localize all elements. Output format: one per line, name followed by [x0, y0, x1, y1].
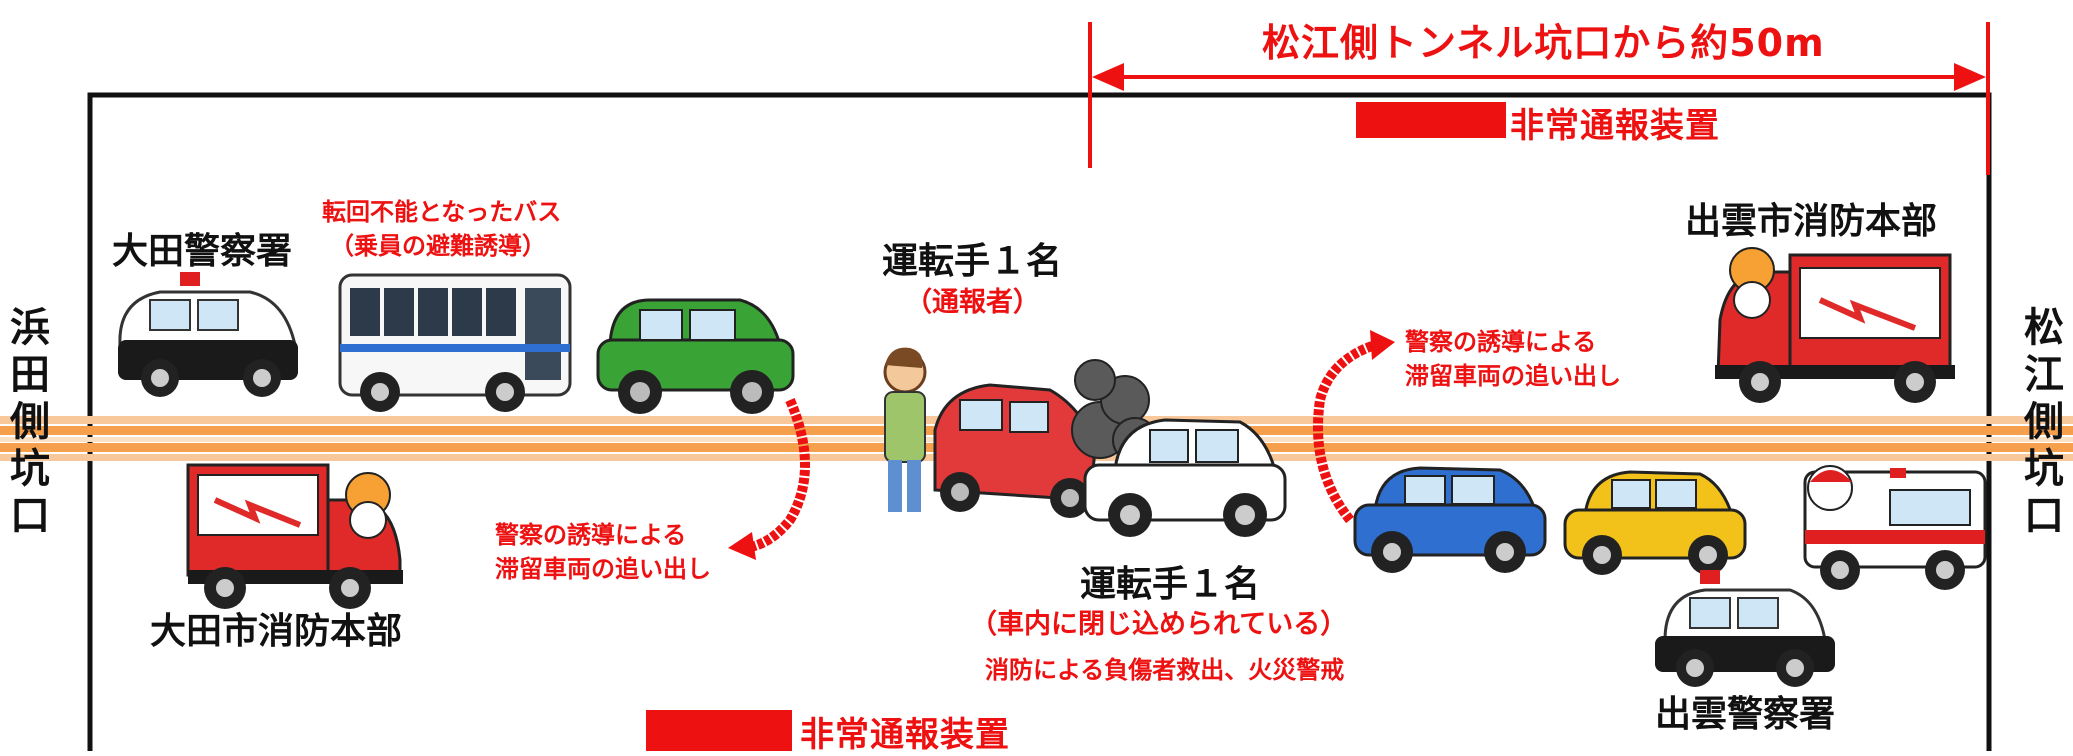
oda-fire-truck	[186, 463, 403, 609]
emergency-device-marker-top	[1356, 102, 1506, 138]
driver-caller-sub: （通報者）	[905, 287, 1040, 318]
distance-dimension	[1088, 22, 1990, 175]
yellow-car	[1563, 470, 1747, 575]
matsue-portal-label: 松 江 側 坑 口	[2024, 305, 2064, 539]
blue-car	[1353, 466, 1547, 573]
guide-right-line1: 警察の誘導による	[1405, 328, 1597, 356]
guide-left-line1: 警察の誘導による	[495, 521, 687, 549]
izumo-police-label: 出雲警察署	[1655, 694, 1836, 735]
emergency-device-marker-bottom	[646, 710, 792, 751]
smoke	[1071, 359, 1158, 463]
bus-label-line2: （乗員の避難誘導）	[330, 232, 546, 260]
hamada-portal-label: 浜 田 側 坑 口	[10, 305, 50, 539]
oda-police-car	[118, 272, 298, 397]
ambulance	[1803, 465, 1987, 590]
driver-caller-label: 運転手１名	[882, 241, 1063, 282]
oda-fire-label: 大田市消防本部	[150, 611, 403, 652]
emergency-device-label-top: 非常通報装置	[1510, 106, 1720, 146]
guide-left-line2: 滞留車両の追い出し	[495, 555, 711, 583]
emergency-device-label-bottom: 非常通報装置	[800, 715, 1010, 755]
izumo-police-car	[1655, 570, 1835, 687]
driver-caller-figure	[883, 347, 927, 512]
green-car	[596, 298, 795, 414]
izumo-fire-label: 出雲市消防本部	[1685, 201, 1938, 242]
evacuation-arrow-right	[1313, 340, 1377, 524]
oda-police-label: 大田警察署	[112, 231, 293, 272]
guide-right-line2: 滞留車両の追い出し	[1405, 362, 1621, 390]
distance-label: 松江側トンネル坑口から約50m	[1262, 21, 1825, 65]
driver-trapped-label: 運転手１名	[1080, 564, 1261, 605]
fire-action-label: 消防による負傷者救出、火災警戒	[985, 656, 1345, 684]
bus-label-line1: 転回不能となったバス	[322, 198, 562, 226]
bus	[338, 273, 572, 412]
evacuation-arrow-left	[744, 398, 810, 553]
driver-trapped-sub: （車内に閉じ込められている）	[970, 609, 1348, 640]
crashed-red-car	[933, 383, 1097, 518]
izumo-fire-truck	[1715, 247, 1955, 403]
white-car	[1083, 418, 1287, 537]
